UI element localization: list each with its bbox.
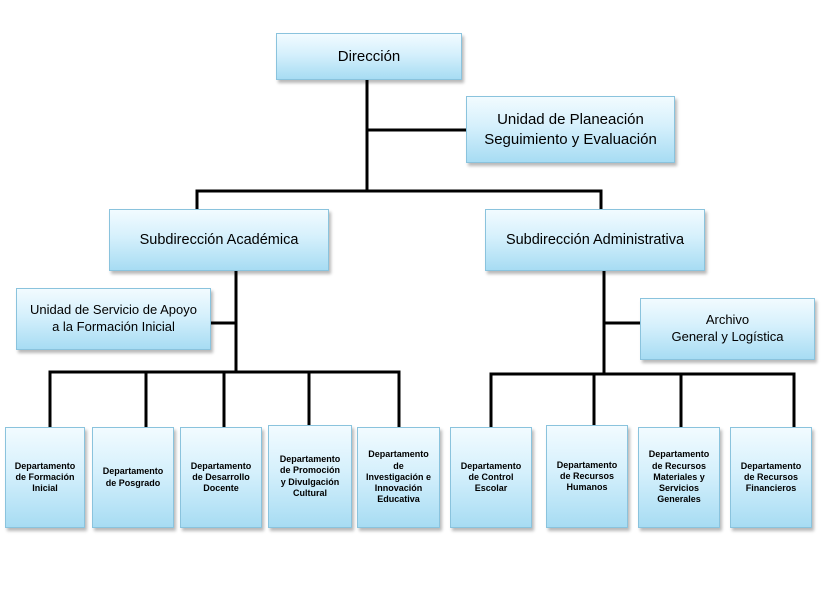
node-unidad-servicio-apoyo: Unidad de Servicio de Apoyo a la Formaci… — [16, 288, 211, 350]
node-dept-desarrollo-docente: Departamento de Desarrollo Docente — [180, 427, 262, 528]
node-dept-recursos-humanos: Departamento de Recursos Humanos — [546, 425, 628, 528]
node-subdireccion-administrativa-label: Subdirección Administrativa — [505, 231, 685, 248]
node-direccion-label: Dirección — [337, 47, 401, 65]
dept-investigacion-innovacion-label: Departamento de Investigación e Innovaci… — [365, 449, 432, 505]
node-subdireccion-academica-label: Subdirección Académica — [139, 231, 299, 248]
node-dept-formacion-inicial: Departamento de Formación Inicial — [5, 427, 85, 528]
node-archivo: Archivo General y Logística — [640, 298, 815, 360]
dept-desarrollo-docente-label: Departamento de Desarrollo Docente — [190, 460, 252, 494]
node-unidad-planeacion: Unidad de Planeación Seguimiento y Evalu… — [466, 96, 675, 163]
dept-recursos-materiales-label: Departamento de Recursos Materiales y Se… — [648, 449, 710, 505]
node-archivo-label: Archivo General y Logística — [671, 312, 784, 344]
dept-promocion-divulgacion-label: Departamento de Promoción y Divulgación … — [279, 454, 341, 498]
node-dept-investigacion-innovacion: Departamento de Investigación e Innovaci… — [357, 427, 440, 528]
dept-formacion-inicial-label: Departamento de Formación Inicial — [14, 460, 76, 494]
dept-posgrado-label: Departamento de Posgrado — [102, 466, 164, 488]
node-direccion: Dirección — [276, 33, 462, 80]
node-dept-promocion-divulgacion: Departamento de Promoción y Divulgación … — [268, 425, 352, 528]
node-unidad-planeacion-label: Unidad de Planeación Seguimiento y Evalu… — [484, 111, 657, 148]
node-dept-recursos-financieros: Departamento de Recursos Financieros — [730, 427, 812, 528]
node-dept-posgrado: Departamento de Posgrado — [92, 427, 174, 528]
node-unidad-servicio-apoyo-label: Unidad de Servicio de Apoyo a la Formaci… — [30, 302, 197, 334]
node-subdireccion-academica: Subdirección Académica — [109, 209, 329, 271]
dept-recursos-humanos-label: Departamento de Recursos Humanos — [556, 459, 618, 493]
dept-control-escolar-label: Departamento de Control Escolar — [460, 460, 522, 494]
node-dept-control-escolar: Departamento de Control Escolar — [450, 427, 532, 528]
dept-recursos-financieros-label: Departamento de Recursos Financieros — [740, 460, 802, 494]
node-subdireccion-administrativa: Subdirección Administrativa — [485, 209, 705, 271]
node-dept-recursos-materiales: Departamento de Recursos Materiales y Se… — [638, 427, 720, 528]
